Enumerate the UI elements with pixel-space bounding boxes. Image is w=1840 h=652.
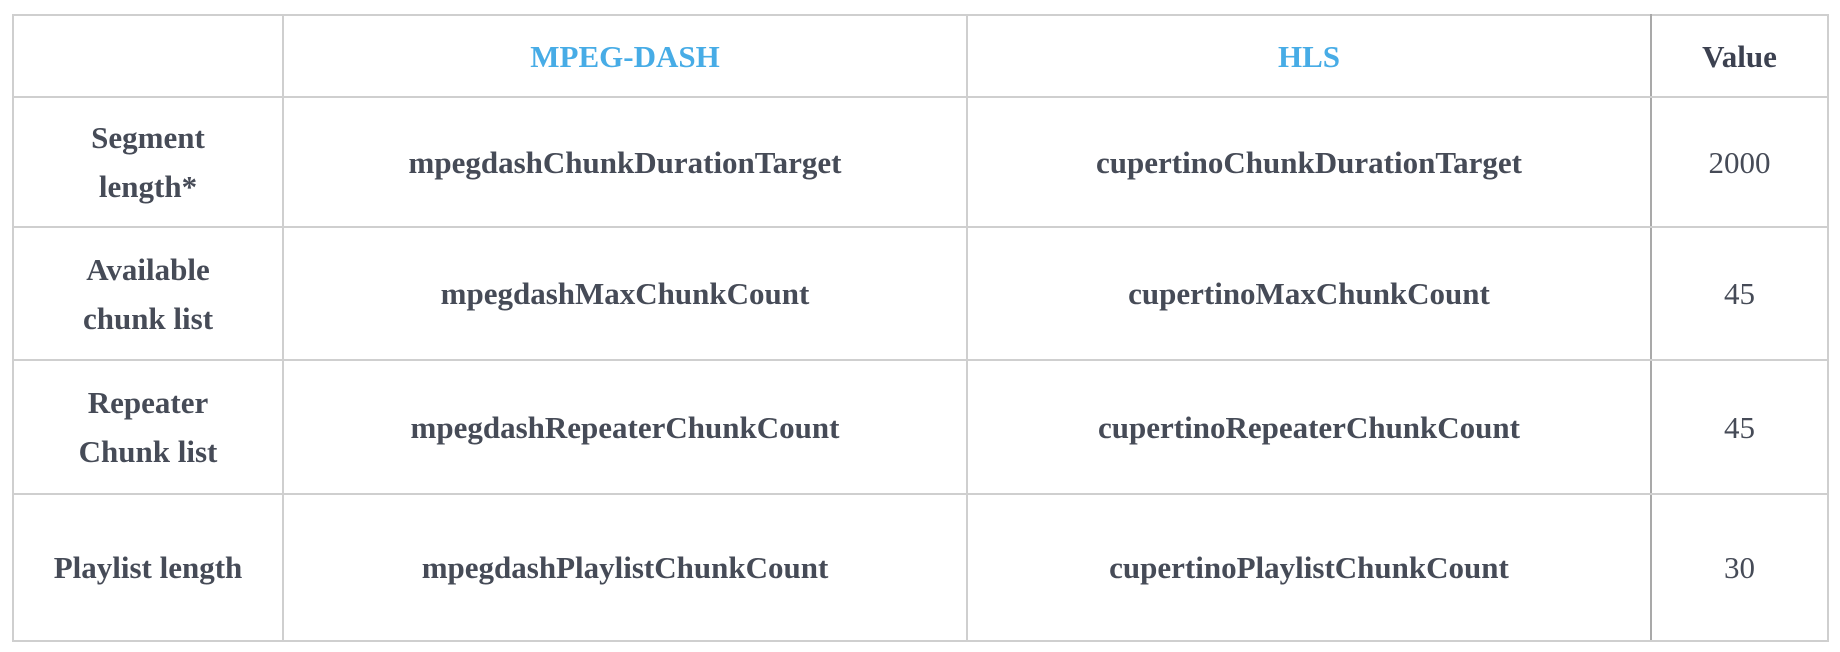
header-value: Value <box>1650 14 1829 98</box>
value-cell: 2000 <box>1650 96 1829 228</box>
dash-setting: mpegdashChunkDurationTarget <box>282 96 968 228</box>
value-cell: 45 <box>1650 226 1829 361</box>
table-row: Playlist length mpegdashPlaylistChunkCou… <box>12 493 1829 642</box>
row-label: Playlist length <box>12 493 284 642</box>
table-row: Segment length* mpegdashChunkDurationTar… <box>12 96 1829 228</box>
dash-setting: mpegdashPlaylistChunkCount <box>282 493 968 642</box>
dash-setting: mpegdashMaxChunkCount <box>282 226 968 361</box>
header-blank <box>12 14 284 98</box>
hls-setting: cupertinoRepeaterChunkCount <box>966 359 1652 495</box>
settings-table: MPEG-DASH HLS Value Segment length* mpeg… <box>12 14 1829 642</box>
dash-setting: mpegdashRepeaterChunkCount <box>282 359 968 495</box>
header-mpeg-dash: MPEG-DASH <box>282 14 968 98</box>
value-cell: 45 <box>1650 359 1829 495</box>
row-label: Available chunk list <box>12 226 284 361</box>
header-hls: HLS <box>966 14 1652 98</box>
header-row: MPEG-DASH HLS Value <box>12 14 1829 98</box>
hls-setting: cupertinoChunkDurationTarget <box>966 96 1652 228</box>
table-row: Repeater Chunk list mpegdashRepeaterChun… <box>12 359 1829 495</box>
value-cell: 30 <box>1650 493 1829 642</box>
table-row: Available chunk list mpegdashMaxChunkCou… <box>12 226 1829 361</box>
row-label: Repeater Chunk list <box>12 359 284 495</box>
hls-setting: cupertinoPlaylistChunkCount <box>966 493 1652 642</box>
hls-setting: cupertinoMaxChunkCount <box>966 226 1652 361</box>
row-label: Segment length* <box>12 96 284 228</box>
